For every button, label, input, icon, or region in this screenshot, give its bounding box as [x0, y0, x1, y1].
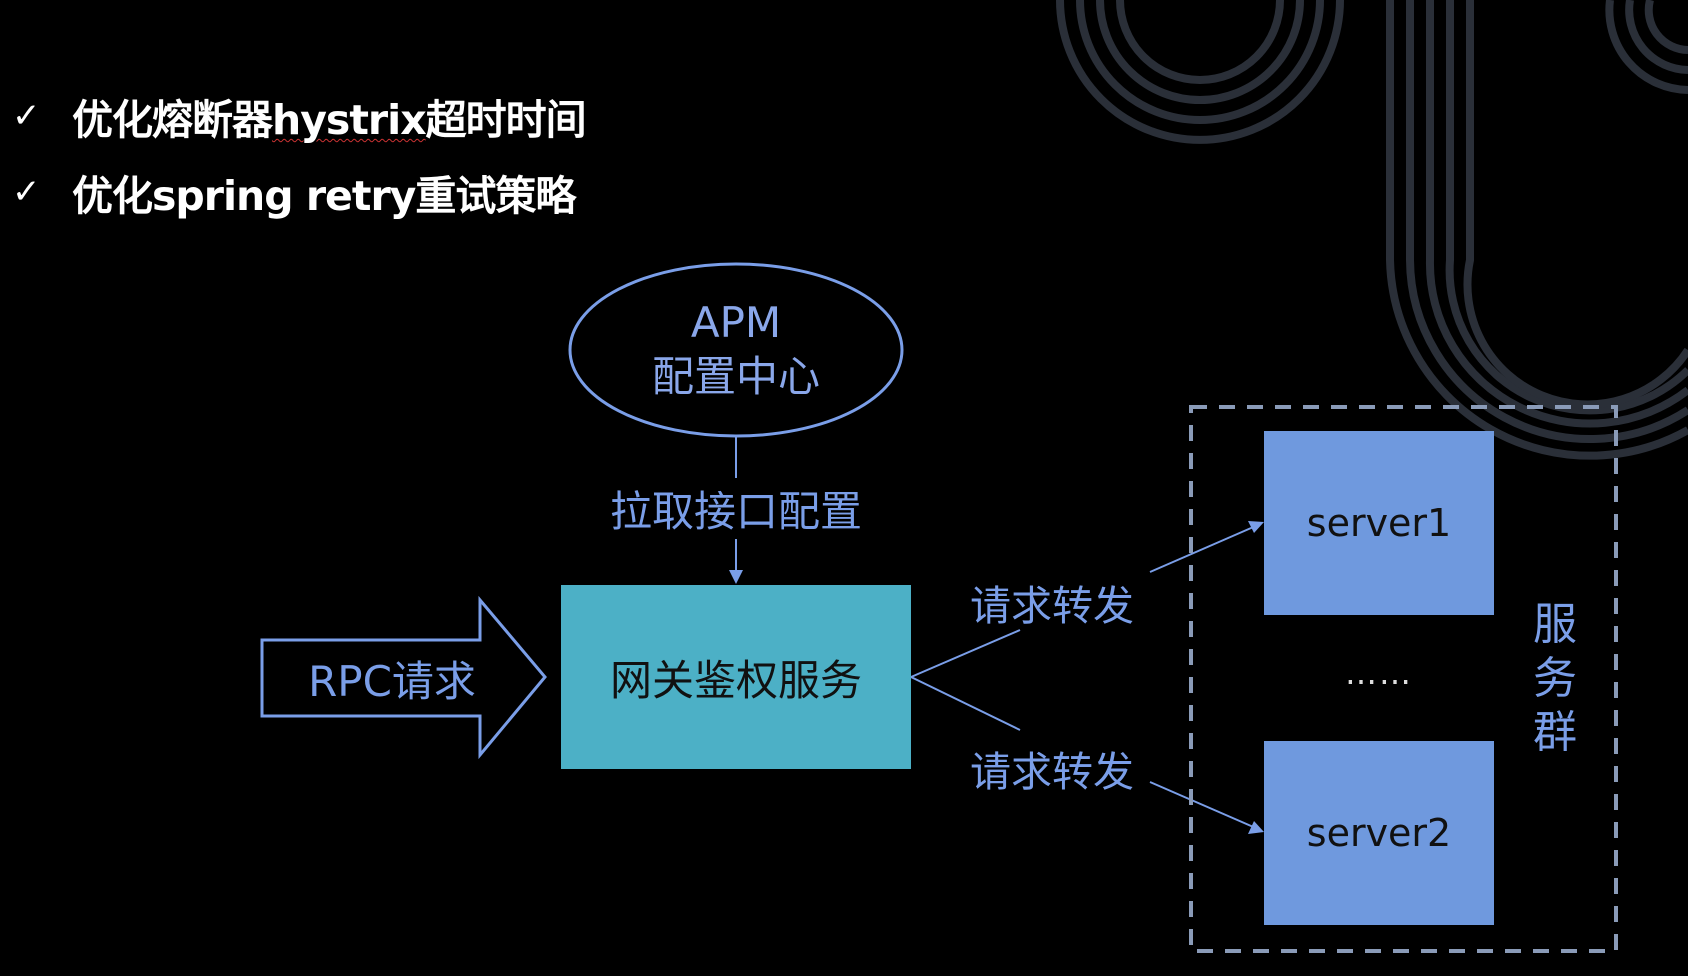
server-box-1: server1 — [1264, 431, 1494, 615]
server-label: server2 — [1306, 811, 1452, 855]
bullet-item: ✓ 优化熔断器hystrix超时时间 — [12, 78, 587, 154]
config-center-label: APM 配置中心 — [570, 296, 902, 404]
bullet-text: 优化spring retry重试策略 — [72, 172, 576, 220]
forward-arrowhead-top — [1248, 521, 1264, 533]
bullet-text-suffix: 超时时间 — [425, 96, 587, 144]
pull-config-arrowhead — [729, 570, 743, 584]
bullet-item: ✓ 优化spring retry重试策略 — [12, 154, 586, 230]
server-cluster-border — [1189, 405, 1618, 953]
forward-line-bottom-b — [1149, 781, 1259, 830]
checkmark-icon: ✓ — [12, 172, 41, 212]
forward-arrowhead-bottom — [1248, 821, 1264, 834]
gateway-label: 网关鉴权服务 — [609, 655, 862, 705]
checkmark-icon: ✓ — [12, 96, 41, 136]
server-box-2: server2 — [1264, 741, 1494, 925]
forward-line-top-b — [1149, 524, 1259, 573]
server-ellipsis: …… — [1345, 654, 1413, 692]
rpc-request-arrow — [260, 595, 547, 760]
server-label: server1 — [1306, 501, 1452, 545]
forward-line-top-a — [910, 629, 1021, 678]
config-center-line2: 配置中心 — [651, 352, 820, 401]
server-cluster-label: 服 务 群 — [1530, 598, 1580, 760]
forward-line-bottom-a — [910, 676, 1021, 731]
decorative-arcs — [1056, 0, 1688, 460]
forward-label-bottom: 请求转发 — [970, 748, 1134, 796]
forward-label-top: 请求转发 — [970, 582, 1134, 630]
bullet-list: ✓ 优化熔断器hystrix超时时间 ✓ 优化spring retry重试策略 — [12, 78, 587, 230]
pull-config-label: 拉取接口配置 — [600, 478, 872, 539]
bullet-text: 优化熔断器hystrix超时时间 — [72, 86, 587, 146]
gateway-auth-service: 网关鉴权服务 — [561, 585, 911, 769]
bullet-text-spellcheck-word: hystrix — [272, 96, 427, 144]
config-center-line1: APM — [690, 298, 782, 347]
bullet-text-prefix: 优化熔断器 — [72, 96, 273, 144]
rpc-request-label: RPC请求 — [308, 657, 476, 706]
cluster-char: 群 — [1533, 707, 1577, 758]
cluster-char: 服 — [1533, 599, 1577, 650]
cluster-char: 务 — [1533, 653, 1577, 704]
